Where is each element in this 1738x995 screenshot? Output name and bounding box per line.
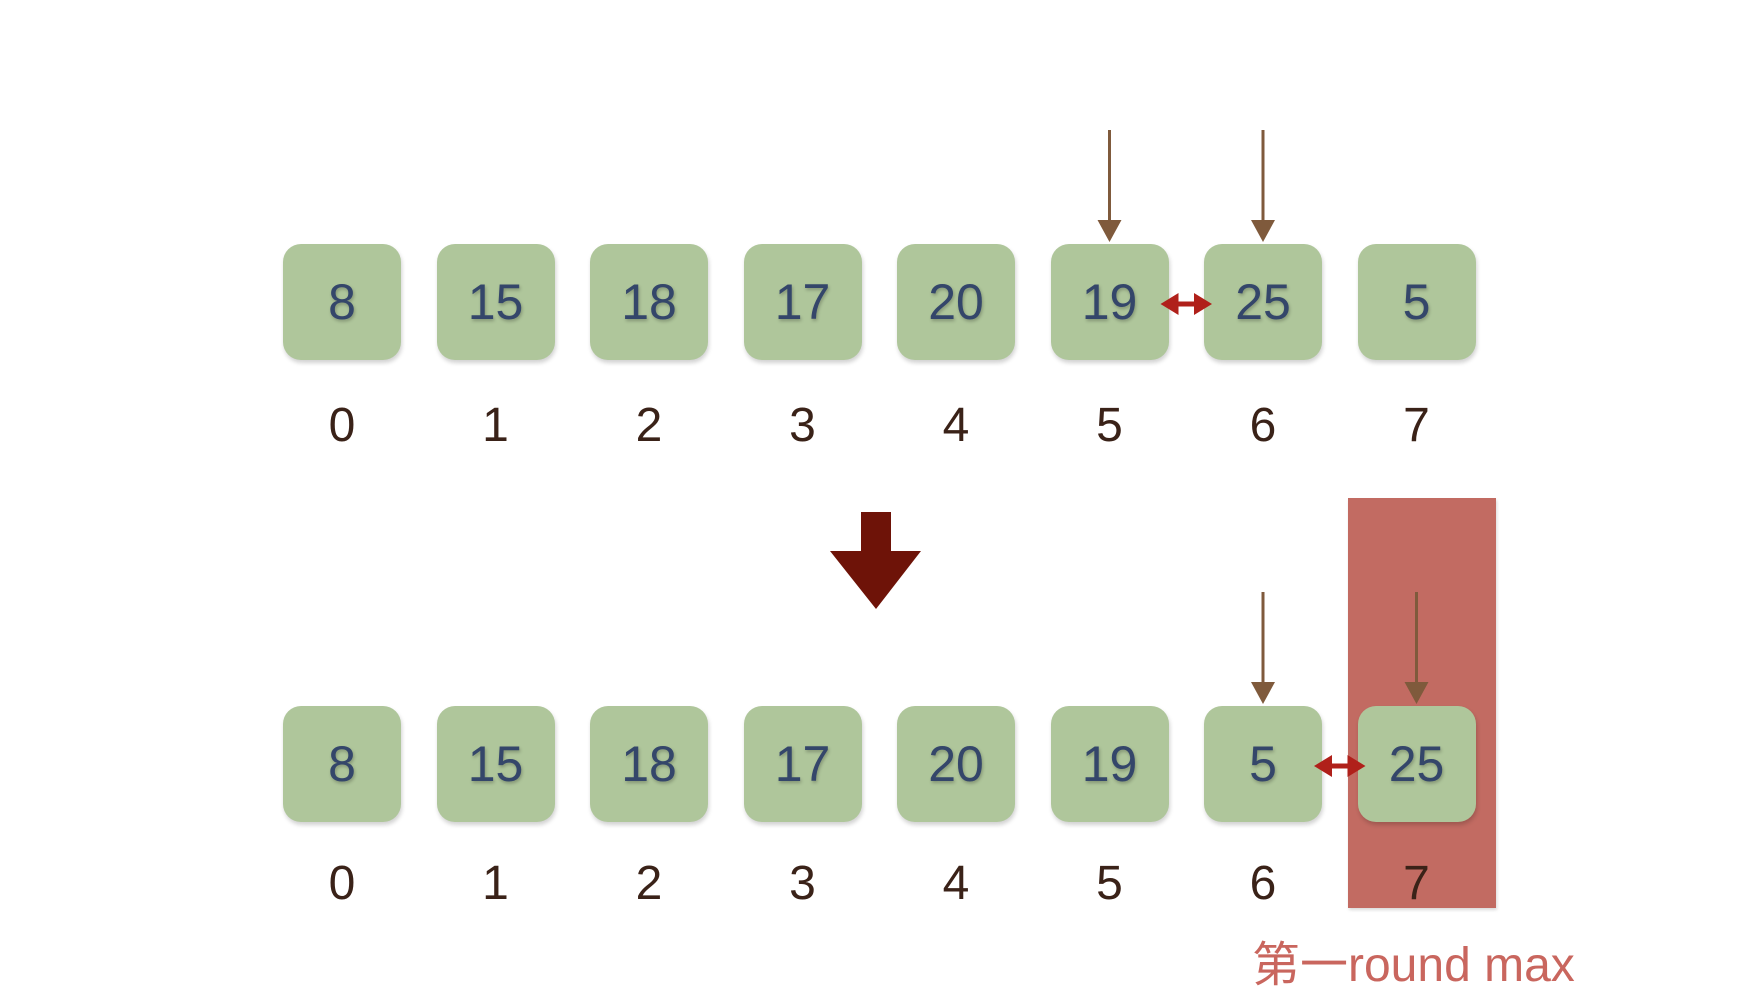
- pointer-arrow-icon: [1097, 220, 1122, 242]
- index-label: 1: [482, 857, 509, 910]
- index-label: 7: [1403, 857, 1430, 910]
- array-cell: 15: [436, 706, 555, 822]
- pointer-arrow-icon: [1251, 682, 1275, 704]
- index-label: 5: [1096, 399, 1123, 452]
- index-label: 5: [1096, 857, 1123, 910]
- swap-arrow-icon: [1314, 755, 1366, 777]
- index-label: 0: [328, 857, 356, 910]
- pointer-arrow-icon: [1251, 220, 1275, 242]
- transition-down-arrow: [830, 512, 921, 609]
- array-cell: 5: [1204, 706, 1322, 822]
- array-cell: 15: [436, 244, 555, 360]
- array-cell: 17: [743, 706, 862, 822]
- index-label: 1: [482, 399, 509, 452]
- array-cell: 20: [897, 244, 1015, 360]
- index-label: 6: [1249, 857, 1277, 910]
- swap-arrow-icon: [1160, 293, 1212, 315]
- index-label: 2: [635, 399, 663, 452]
- caption: 第一round max: [1252, 939, 1575, 992]
- index-label: 4: [942, 857, 970, 910]
- index-label: 7: [1403, 399, 1430, 452]
- pointer-arrow-icon: [1404, 682, 1429, 704]
- array-cell: 8: [283, 706, 401, 822]
- index-label: 0: [328, 399, 356, 452]
- array-cell: 25: [1357, 706, 1476, 822]
- index-label: 3: [789, 399, 816, 452]
- array-cell: 19: [1050, 706, 1169, 822]
- index-label: 2: [635, 857, 663, 910]
- array-cell: 18: [590, 706, 708, 822]
- array-cell: 18: [590, 244, 708, 360]
- max-highlight-column: [1348, 498, 1496, 908]
- array-cell: 19: [1050, 244, 1169, 360]
- index-label: 6: [1249, 399, 1277, 452]
- index-label: 4: [942, 399, 970, 452]
- array-cell: 17: [743, 244, 862, 360]
- array-cell: 25: [1204, 244, 1322, 360]
- array-cell: 8: [283, 244, 401, 360]
- index-label: 3: [789, 857, 816, 910]
- array-cell: 20: [897, 706, 1015, 822]
- array-cell: 5: [1357, 244, 1476, 360]
